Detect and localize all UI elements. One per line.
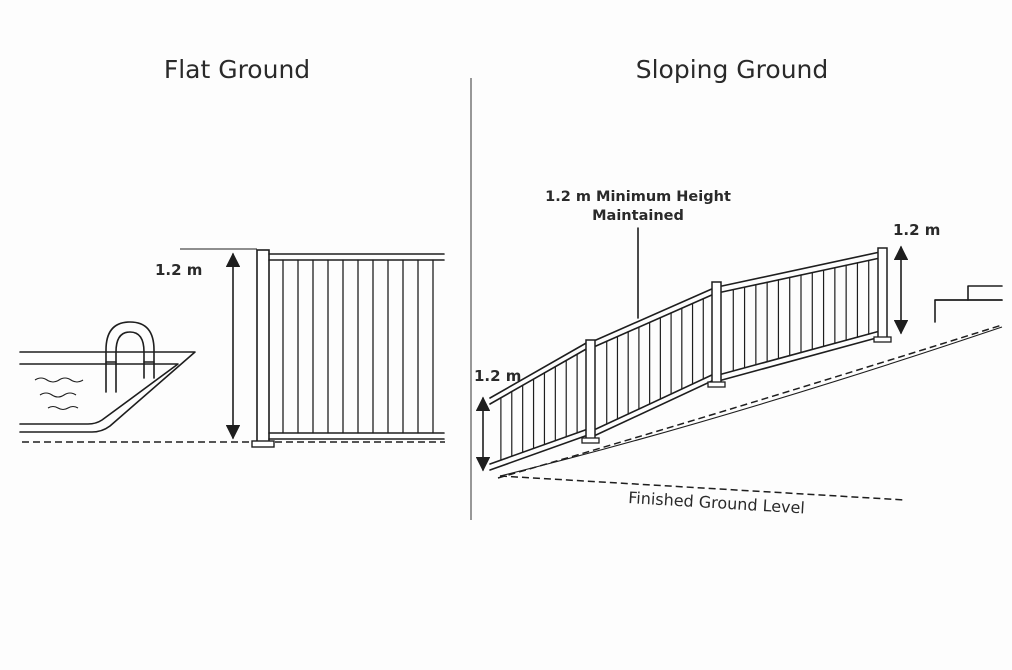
sloping-ground-panel: 1.2 m Minimum Height Maintained 1.2 m 1.… bbox=[474, 189, 1003, 517]
sloping-fence bbox=[489, 247, 892, 471]
slope-left-height-label: 1.2 m bbox=[474, 367, 521, 385]
slope-right-height-label: 1.2 m bbox=[893, 221, 940, 239]
pool-ladder-icon bbox=[105, 321, 155, 393]
sloping-ground-title: Sloping Ground bbox=[636, 55, 829, 84]
slope-ground-line bbox=[497, 324, 1003, 479]
min-height-callout-line1: 1.2 m Minimum Height bbox=[545, 189, 731, 205]
finished-ground-level-line bbox=[499, 475, 906, 501]
steps-illustration bbox=[934, 285, 1003, 323]
flat-ground-title: Flat Ground bbox=[164, 55, 310, 84]
pool-illustration bbox=[19, 321, 196, 433]
flat-height-label: 1.2 m bbox=[155, 261, 202, 279]
flat-ground-panel: 1.2 m bbox=[19, 248, 445, 448]
min-height-callout-line2: Maintained bbox=[592, 208, 684, 224]
flat-fence bbox=[251, 249, 445, 448]
